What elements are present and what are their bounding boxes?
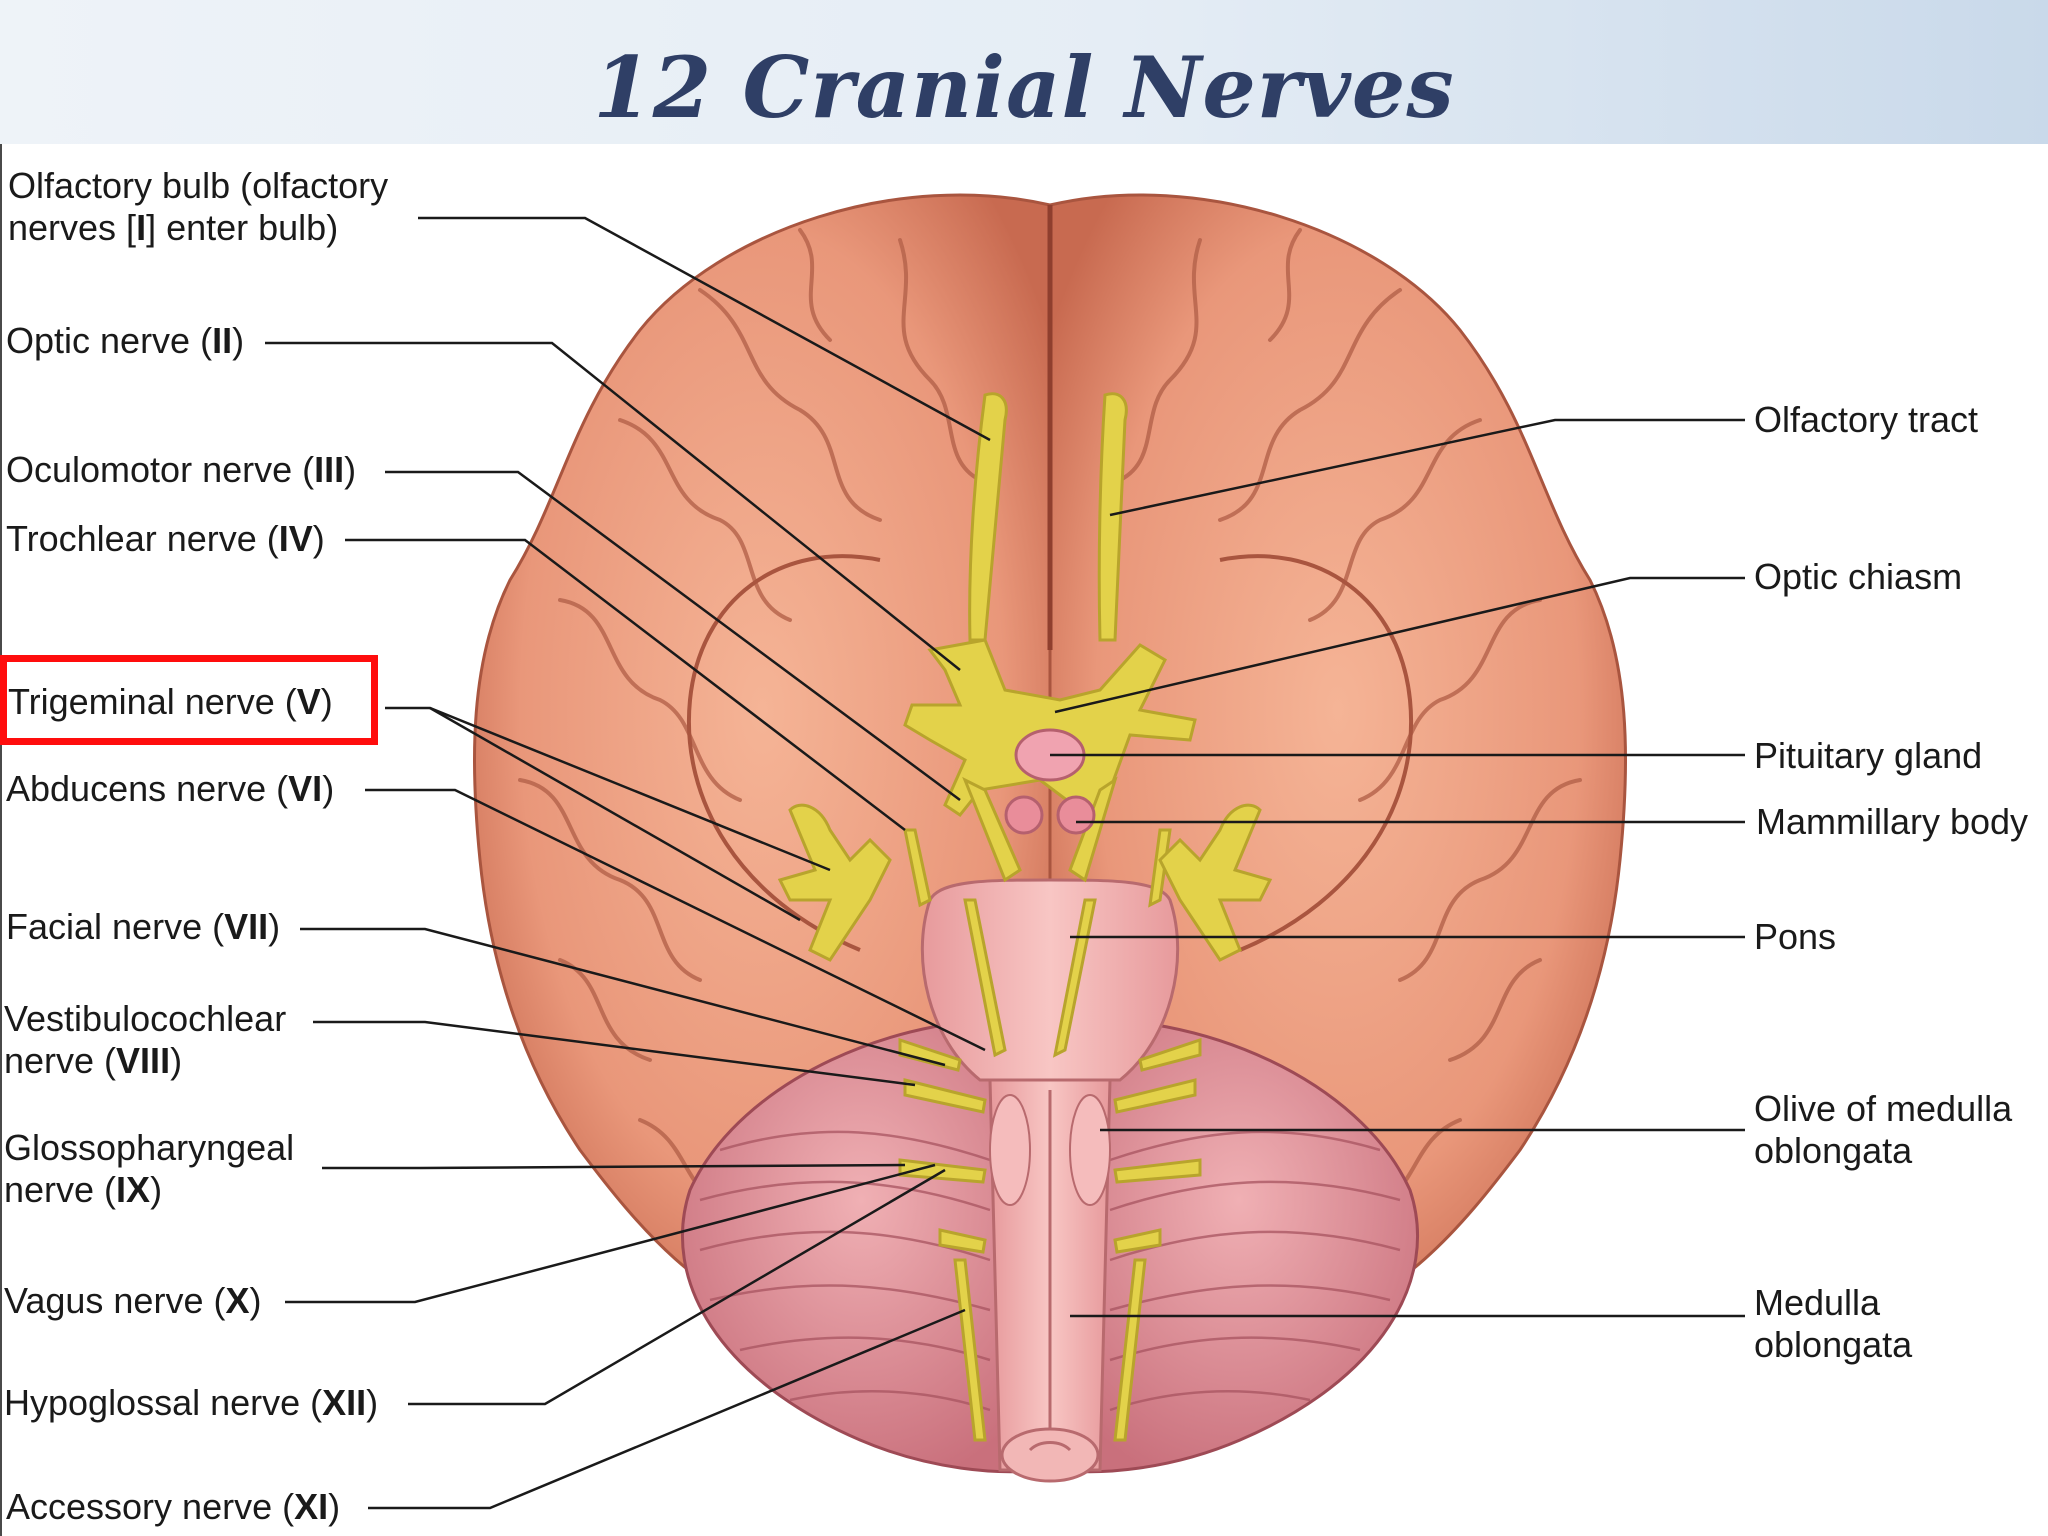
highlight-box — [0, 655, 378, 745]
leader-trochlear — [345, 538, 906, 831]
leader-glossopharyngeal — [322, 1163, 906, 1170]
label-olfactory-bulb: Olfactory bulb (olfactory nerves [I] ent… — [8, 165, 389, 248]
label-pituitary-gland: Pituitary gland — [1754, 735, 1983, 776]
leader-abducens — [365, 788, 986, 1052]
label-accessory-nerve: Accessory nerve (XI) — [6, 1486, 341, 1527]
label-pons: Pons — [1754, 916, 1837, 957]
leader-facial — [300, 927, 946, 1067]
leader-vestibulocochlear — [313, 1020, 916, 1087]
label-facial-nerve: Facial nerve (VII) — [6, 906, 281, 947]
leader-optic-nerve — [265, 341, 961, 671]
mammillary-bodies — [1004, 795, 1096, 835]
leader-optic-chiasm — [1054, 576, 1745, 714]
label-medulla-oblongata: Medulla oblongata — [1754, 1282, 1913, 1365]
title-bar: 12 Cranial Nerves — [0, 0, 2048, 144]
label-abducens-nerve: Abducens nerve (VI) — [6, 768, 335, 809]
label-olfactory-tract: Olfactory tract — [1754, 399, 1979, 440]
leader-hypoglossal — [408, 1168, 946, 1406]
label-trigeminal-nerve: Trigeminal nerve (V) — [8, 681, 333, 722]
label-vestibulocochlear-nerve: Vestibulocochlear nerve (VIII) — [4, 998, 287, 1081]
leader-trigeminal-b — [429, 706, 801, 922]
leader-olfactory-tract — [1109, 418, 1745, 517]
label-glossopharyngeal-nerve: Glossopharyngeal nerve (IX) — [4, 1127, 295, 1210]
label-oculomotor-nerve: Oculomotor nerve (III) — [6, 449, 357, 490]
label-olive-of-medulla: Olive of medulla oblongata — [1754, 1088, 2013, 1171]
label-optic-chiasm: Optic chiasm — [1754, 556, 1963, 597]
label-vagus-nerve: Vagus nerve (X) — [4, 1280, 262, 1321]
page-title: 12 Cranial Nerves — [593, 38, 1455, 137]
leader-olfactory-bulb — [418, 216, 991, 442]
leader-oculomotor — [385, 470, 961, 802]
brainstem — [920, 878, 1180, 1483]
leader-accessory — [368, 1308, 966, 1510]
cerebellum — [681, 1017, 1419, 1474]
label-hypoglossal-nerve: Hypoglossal nerve (XII) — [4, 1382, 379, 1423]
label-mammillary-body: Mammillary body — [1756, 801, 2029, 842]
left-border — [0, 144, 2, 1536]
leader-vagus — [285, 1163, 936, 1304]
label-trochlear-nerve: Trochlear nerve (IV) — [6, 518, 325, 559]
leader-lines — [265, 216, 1745, 1510]
label-optic-nerve: Optic nerve (II) — [6, 320, 245, 361]
